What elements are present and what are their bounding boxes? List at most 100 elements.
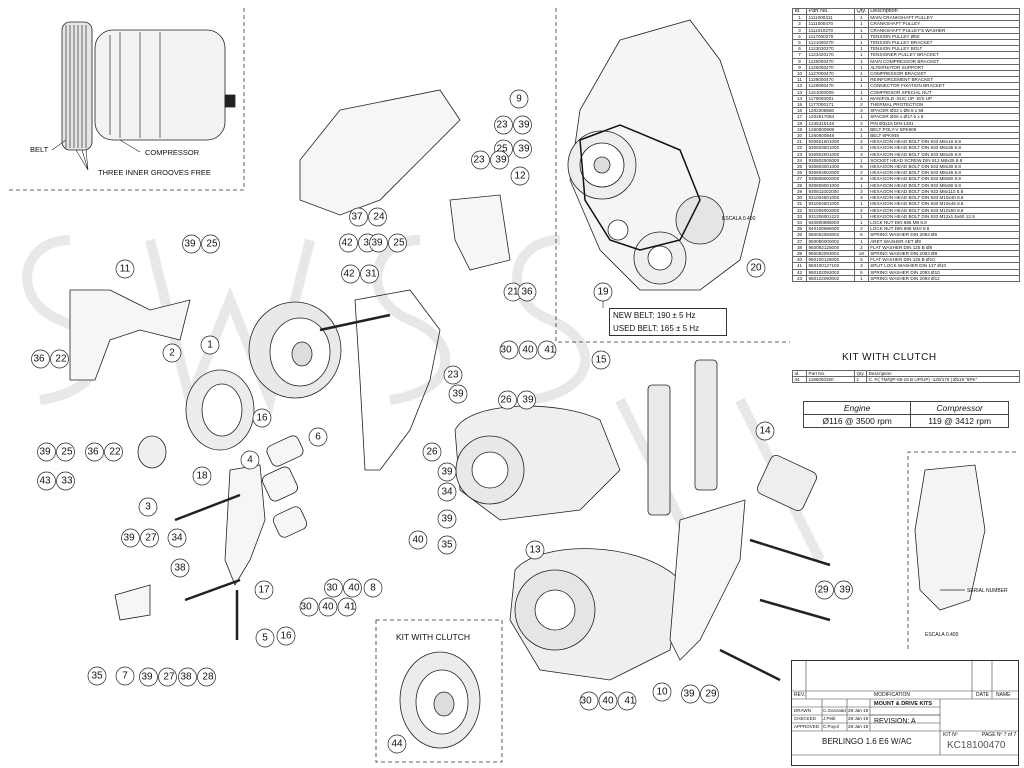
callout-label: 29 39	[817, 585, 850, 596]
bom-cell-desc: SPRING WASHER DIN 2093 Ø10	[867, 268, 1021, 276]
callout-circle	[308, 427, 328, 447]
callout-circle	[343, 578, 362, 598]
callout-circle	[593, 282, 613, 302]
callout-43_33: 43 33	[37, 471, 75, 491]
callout-42_31: 42 31	[341, 264, 379, 284]
callout-circle	[368, 207, 387, 227]
callout-circle	[324, 578, 343, 598]
callout-circle	[537, 340, 557, 360]
callout-circle	[525, 540, 545, 560]
callout-10: 10	[652, 682, 672, 702]
callout-label: 35	[91, 671, 103, 682]
bom-cell-part: 930601601000	[806, 138, 855, 146]
bom-cell-desc: HEXAGON HEAD BOLT DIN 933 M8x25 8.8	[867, 150, 1021, 158]
tb-checked-by: J.Petit	[823, 716, 836, 721]
callout-3: 3	[138, 497, 158, 517]
bom-cell-part: 1127000470	[806, 70, 855, 78]
bom-cell-part: 930802501000	[806, 150, 855, 158]
callout-circle	[387, 734, 407, 754]
callout-circle	[299, 597, 319, 617]
callout-12: 12	[510, 166, 530, 186]
bom-cell-part: 1117000270	[806, 32, 855, 41]
tb-sheet: PAGE Nº 7 of 7	[982, 732, 1017, 738]
bom-cell-desc: FLAT WASHER DIN 125 B Ø10	[867, 256, 1021, 264]
callout-label: 30 40 41	[301, 602, 356, 613]
callout-label: 36	[521, 287, 533, 298]
bom-cell-desc: REINFORCEMENT BRACKET	[867, 76, 1021, 84]
callout-label: 26	[426, 447, 438, 458]
callout-20: 20	[746, 258, 766, 278]
compressor-header: Compressor	[910, 401, 1009, 415]
callout-label: 39 29	[683, 689, 716, 700]
bom-cell-desc: CRANKSHAFT PULLEY	[867, 20, 1021, 28]
callout-circle	[341, 264, 360, 284]
callout-circle	[178, 667, 197, 687]
callout-label: 26 39	[500, 395, 533, 406]
callout-circle	[158, 667, 177, 687]
callout-39_25b: 39 25	[369, 233, 407, 253]
callout-circle	[201, 234, 220, 254]
callout-circle	[170, 558, 190, 578]
callout-circle	[115, 666, 135, 686]
callout-label: 35	[441, 540, 453, 551]
callout-circle	[591, 350, 611, 370]
inset-frame-top-left	[8, 8, 245, 191]
callout-label: 39 27	[123, 533, 156, 544]
callout-39_25a: 39 25	[182, 234, 220, 254]
callout-label: 12	[514, 171, 526, 182]
callout-label: 17	[258, 585, 270, 596]
bom-cell-desc: COMPRESSOR BRACKET	[867, 70, 1021, 78]
callout-label: 44	[391, 739, 403, 750]
bom-cell-part: 1123030270	[806, 45, 855, 53]
part-connector-bracket	[449, 194, 511, 271]
callout-label: 9	[516, 94, 522, 105]
callout-circle	[192, 466, 212, 486]
callout-4: 4	[240, 450, 260, 470]
kit-row: 44 1196000300 1 C. P.( TM/QP-08-16 B UP/…	[792, 376, 1020, 383]
inset-compressor	[61, 21, 236, 151]
callout-label: 13	[529, 545, 541, 556]
callout-circle	[437, 509, 457, 529]
bom-cell-part: 950080000002	[806, 237, 855, 245]
callout-label: 18	[196, 471, 208, 482]
bom-cell-desc: CRANKSHAFT PULLEY'S WASHER	[867, 26, 1021, 34]
part-thermal-tube-b	[694, 359, 718, 491]
bom-cell-part: 1177000171	[806, 101, 855, 109]
bom-cell-part: 930803001000	[806, 163, 855, 171]
bom-cell-part: 950082125000	[806, 243, 855, 251]
grooves-label: THREE INNER GROOVES FREE	[98, 168, 211, 177]
bom-cell-desc: ALTERNATOR SUPPORT	[867, 63, 1021, 72]
callout-39_27a: 39 27	[121, 528, 159, 548]
callout-circle	[140, 528, 159, 548]
callout-circle	[87, 666, 107, 686]
callout-circle	[408, 530, 428, 550]
kit-title: KIT WITH CLUTCH	[842, 352, 937, 363]
engine-header: Engine	[802, 401, 912, 415]
callout-circle	[276, 626, 296, 646]
new-belt-freq: NEW BELT: 190 ± 5 Hz	[613, 311, 696, 320]
callout-circle	[746, 258, 766, 278]
callout-1: 1	[200, 335, 220, 355]
callout-label: 19	[597, 287, 609, 298]
callout-39_27b: 39 27	[139, 667, 177, 687]
title-block-grid	[792, 661, 1018, 756]
callout-circle	[50, 349, 69, 369]
callout-36a: 36	[517, 282, 537, 302]
tb-rev: REV.	[794, 692, 806, 698]
bom-cell-part: 1111010270	[806, 26, 855, 34]
callout-34b: 34	[437, 482, 457, 502]
bom-cell-desc: THERMAL PROTECTION	[867, 101, 1021, 109]
part-thermal-tube-a	[647, 384, 671, 516]
callout-label: 37 24	[351, 212, 384, 223]
callout-circle	[349, 207, 368, 227]
bom-cell-part: 1128000470	[806, 76, 855, 84]
callout-label: 23 39	[496, 120, 529, 131]
callout-circle	[513, 139, 532, 159]
